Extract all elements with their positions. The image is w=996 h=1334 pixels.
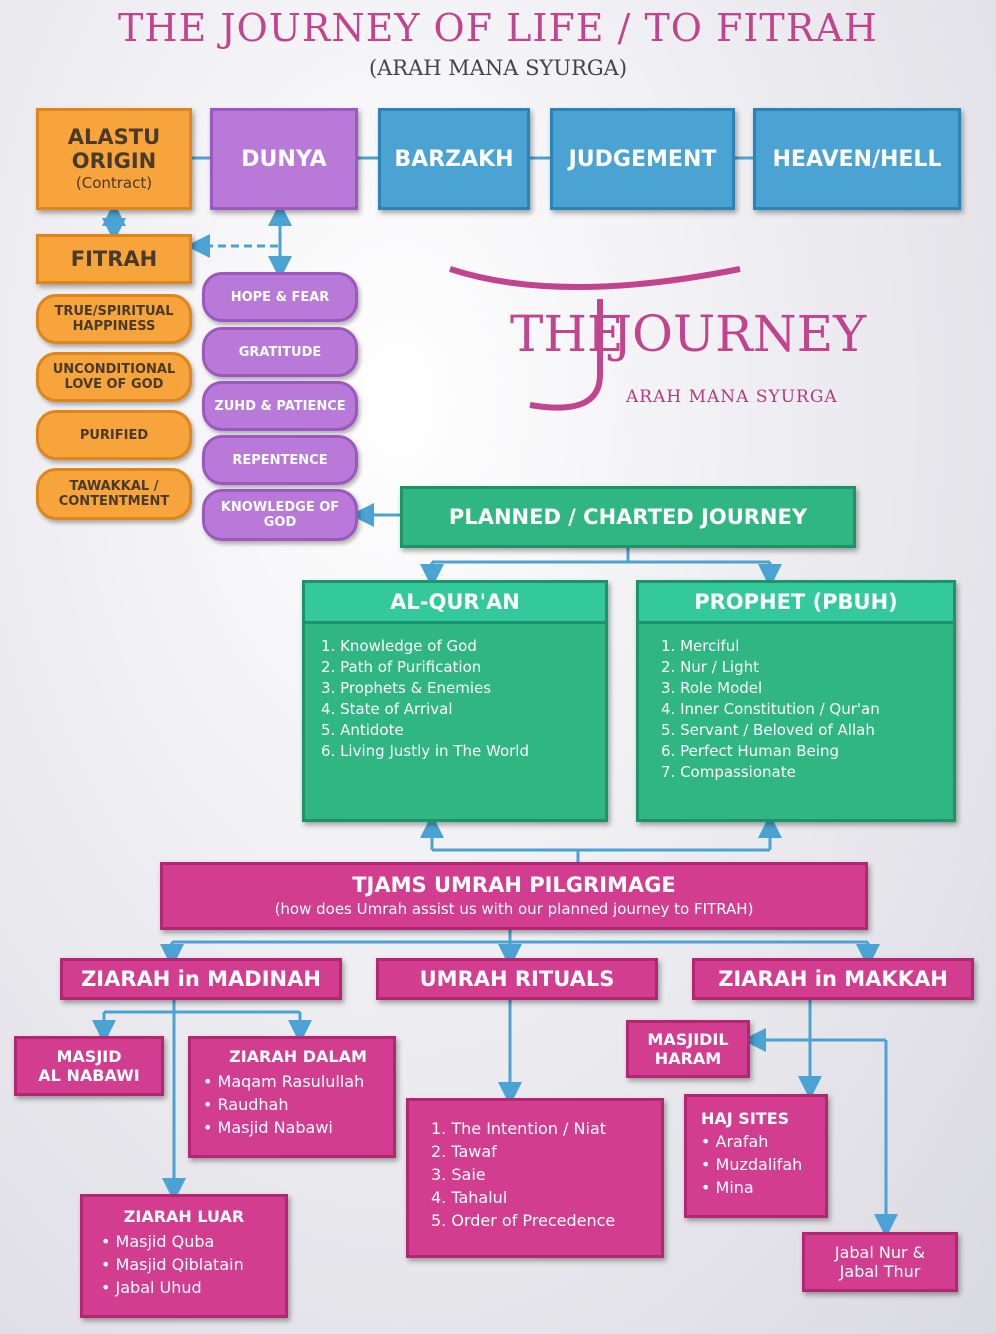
masjid-al-nabawi-box: MASJID AL NABAWI [14,1036,164,1096]
masjid-label-line1: MASJID [56,1047,122,1066]
masjidil-haram-box: MASJIDIL HARAM [626,1020,750,1078]
jabal-nur-thur-box: Jabal Nur & Jabal Thur [802,1232,958,1292]
umrah-title: TJAMS UMRAH PILGRIMAGE [352,873,676,897]
ziarah-luar-title: ZIARAH LUAR [123,1207,245,1226]
list-item: 5. Antidote [321,721,404,739]
quran-title: AL-QUR'AN [305,583,605,624]
haj-sites-list: Arafah Muzdalifah Mina [701,1130,825,1199]
dunya-item-repentence: REPENTENCE [202,435,358,485]
list-item: 4. State of Arrival [321,700,453,718]
prophet-box: PROPHET (PBUH) 1. Merciful 2. Nur / Ligh… [636,580,956,822]
fitrah-item-purified: PURIFIED [36,410,192,460]
list-item: Masjid Qiblatain [101,1253,285,1276]
list-item: 3. Prophets & Enemies [321,679,492,697]
page-title: THE JOURNEY OF LIFE / TO FITRAH [118,6,878,50]
masjid-label-line2: AL NABAWI [38,1066,140,1085]
haram-label-line2: HARAM [654,1049,722,1068]
list-item: 3. Saie [431,1165,486,1184]
list-item: 6. Living Justly in The World [321,742,529,760]
list-item: 1. Knowledge of God [321,637,477,655]
fitrah-item-tawakkal: TAWAKKAL / CONTENTMENT [36,468,192,520]
list-item: Muzdalifah [701,1153,825,1176]
list-item: Raudhah [203,1093,393,1116]
jabal-label-line2: Jabal Thur [839,1262,921,1281]
page-subtitle: (ARAH MANA SYURGA) [368,56,628,80]
dunya-item-zuhd: ZUHD & PATIENCE [202,381,358,431]
list-item: Masjid Quba [101,1230,285,1253]
list-item: 2. Nur / Light [661,658,759,676]
dunya-item-gratitude: GRATITUDE [202,327,358,377]
ziarah-luar-box: ZIARAH LUAR Masjid Quba Masjid Qiblatain… [80,1194,288,1318]
barzakh-box: BARZAKH [378,108,530,210]
list-item: 2. Path of Purification [321,658,482,676]
list-item: 6. Perfect Human Being [661,742,839,760]
umrah-rituals-box: UMRAH RITUALS [376,958,658,1000]
list-item: 1. The Intention / Niat [431,1119,607,1138]
list-item: 1. Merciful [661,637,740,655]
umrah-subtitle: (how does Umrah assist us with our plann… [274,900,754,918]
ziarah-luar-list: Masjid Quba Masjid Qiblatain Jabal Uhud [101,1230,285,1299]
list-item: 3. Role Model [661,679,763,697]
ziarah-dalam-title: ZIARAH DALAM [229,1047,367,1066]
prophet-list: 1. Merciful 2. Nur / Light 3. Role Model… [639,624,953,783]
logo-the: THE [510,305,624,363]
list-item: 5. Order of Precedence [431,1211,616,1230]
dunya-item-hope-fear: HOPE & FEAR [202,272,358,322]
origin-label: ORIGIN [71,149,157,173]
jabal-label-line1: Jabal Nur & [834,1243,926,1262]
umrah-pilgrimage-box: TJAMS UMRAH PILGRIMAGE (how does Umrah a… [160,862,868,930]
list-item: Maqam Rasulullah [203,1070,393,1093]
alastu-label: ALASTU [67,125,161,149]
judgement-box: JUDGEMENT [550,108,735,210]
prophet-title: PROPHET (PBUH) [639,583,953,624]
ziarah-dalam-list: Maqam Rasulullah Raudhah Masjid Nabawi [203,1070,393,1139]
fitrah-box: FITRAH [36,234,192,284]
list-item: Masjid Nabawi [203,1116,393,1139]
list-item: 5. Servant / Beloved of Allah [661,721,875,739]
quran-list: 1. Knowledge of God 2. Path of Purificat… [305,624,605,762]
dunya-box: DUNYA [210,108,358,210]
journey-logo: THE JOURNEY ARAH MANA SYURGA [440,255,866,425]
ziarah-madinah-box: ZIARAH in MADINAH [60,958,342,1000]
dunya-item-knowledge: KNOWLEDGE OF GOD [202,489,358,541]
logo-journey: JOURNEY [612,305,867,363]
rituals-list: 1. The Intention / Niat 2. Tawaf 3. Saie… [431,1117,661,1232]
heaven-hell-box: HEAVEN/HELL [753,108,961,210]
fitrah-item-love: UNCONDITIONAL LOVE OF GOD [36,352,192,402]
planned-journey-box: PLANNED / CHARTED JOURNEY [400,486,856,548]
list-item: Mina [701,1176,825,1199]
haj-sites-title: HAJ SITES [701,1109,790,1128]
umrah-rituals-list-box: 1. The Intention / Niat 2. Tawaf 3. Saie… [406,1098,664,1258]
list-item: 4. Inner Constitution / Qur'an [661,700,880,718]
logo-tagline: ARAH MANA SYURGA [626,387,838,407]
ziarah-makkah-box: ZIARAH in MAKKAH [692,958,974,1000]
ziarah-dalam-box: ZIARAH DALAM Maqam Rasulullah Raudhah Ma… [188,1036,396,1158]
list-item: 4. Tahalul [431,1188,508,1207]
list-item: 7. Compassionate [661,763,796,781]
haram-label-line1: MASJIDIL [647,1030,729,1049]
fitrah-item-happiness: TRUE/SPIRITUAL HAPPINESS [36,294,192,344]
list-item: 2. Tawaf [431,1142,497,1161]
logo-swash-graphic [449,266,741,411]
contract-label: (Contract) [75,174,153,192]
haj-sites-box: HAJ SITES Arafah Muzdalifah Mina [684,1094,828,1218]
alastu-origin-box: ALASTU ORIGIN (Contract) [36,108,192,210]
quran-box: AL-QUR'AN 1. Knowledge of God 2. Path of… [302,580,608,822]
list-item: Arafah [701,1130,825,1153]
list-item: Jabal Uhud [101,1276,285,1299]
